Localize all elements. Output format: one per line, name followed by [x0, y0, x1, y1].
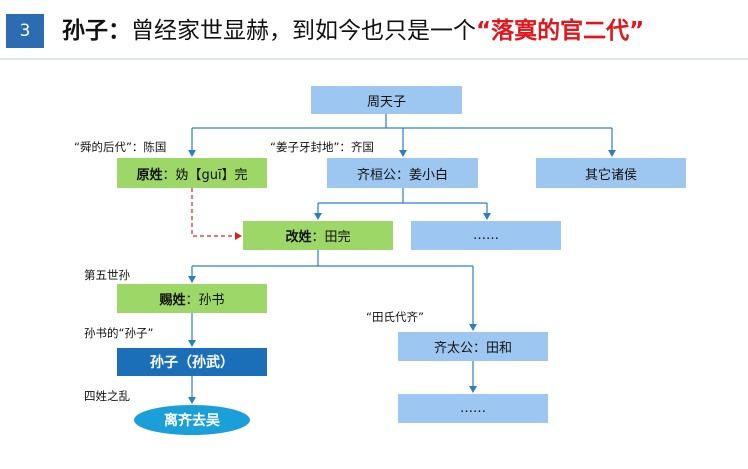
node-ellipsis-2: …… [398, 394, 548, 423]
slide-number: 3 [6, 14, 44, 48]
node-changed-surname: 改姓：田完 [243, 221, 393, 250]
node-granted-surname: 赐姓：孙书 [117, 284, 267, 313]
changed-surname-value: ：田完 [311, 230, 351, 245]
note-jiang-fief: “姜子牙封地”：齐国 [270, 140, 374, 154]
title-divider [0, 58, 748, 60]
node-other-lords: 其它诸侯 [536, 158, 686, 188]
tree-connectors [188, 114, 616, 404]
node-zhou-tianzi: 周天子 [311, 86, 462, 114]
note-sunshu-grandson: 孙书的“孙子” [84, 326, 154, 340]
node-qi-huangong: 齐桓公：姜小白 [327, 158, 478, 188]
node-leave-qi: 离齐去吴 [134, 405, 250, 435]
granted-surname-key: 赐姓 [159, 293, 186, 308]
node-qi-taigong: 齐太公：田和 [398, 332, 548, 361]
note-tian-replaces-qi: “田氏代齐” [366, 310, 424, 324]
note-fifth-generation: 第五世孙 [84, 268, 130, 282]
granted-surname-value: ：孙书 [185, 293, 225, 308]
node-ellipsis-1: …… [411, 221, 561, 250]
original-surname-key: 原姓 [136, 167, 163, 183]
page-title: 孙子：曾经家世显赫，到如今也只是一个“落寞的官二代” [62, 12, 644, 50]
title-lead: 孙子： [62, 18, 131, 44]
note-shun-descendant: “舜的后代”：陈国 [74, 140, 167, 154]
changed-surname-key: 改姓 [285, 230, 312, 245]
dashed-arrow-rename [191, 188, 242, 240]
title-highlight: “落寞的官二代” [476, 18, 645, 44]
node-sunzi: 孙子（孙武） [117, 348, 267, 376]
original-surname-value: ：妫【guī】完 [162, 167, 248, 183]
title-body: 曾经家世显赫，到如今也只是一个 [131, 18, 476, 44]
node-original-surname: 原姓：妫【guī】完 [117, 158, 267, 188]
note-four-clan-turmoil: 四姓之乱 [84, 389, 130, 403]
